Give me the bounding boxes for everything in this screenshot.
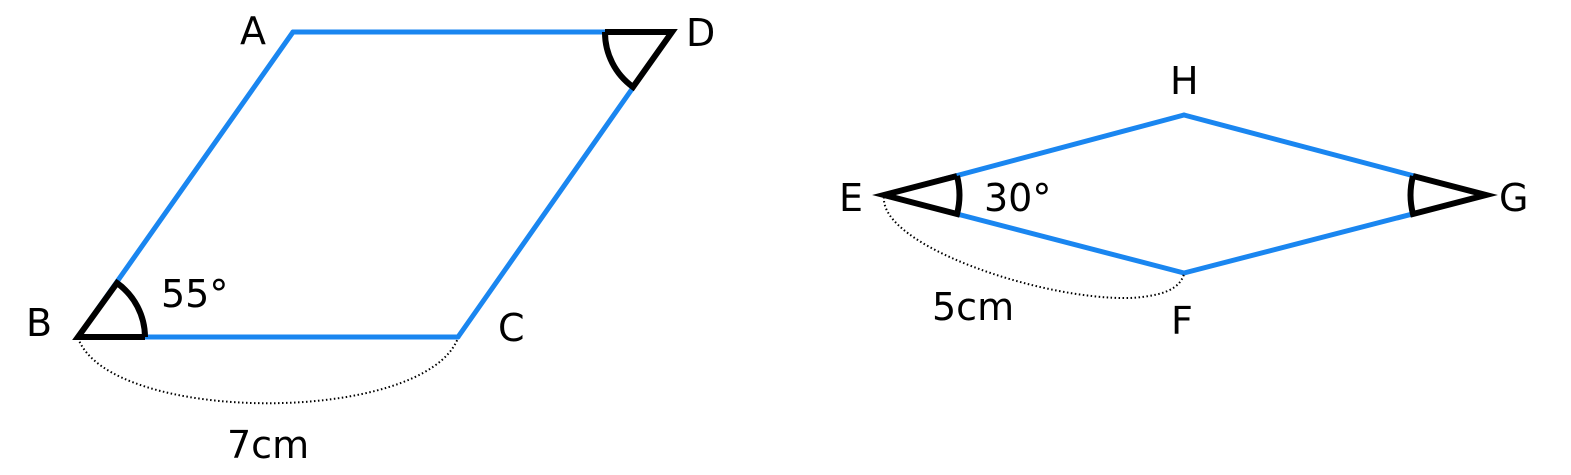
label-vertex-f: F xyxy=(1171,299,1193,343)
dimension-arc-bc xyxy=(77,337,459,405)
angle-mark-e xyxy=(872,173,963,218)
label-angle-b: 55° xyxy=(161,272,228,316)
angle-mark-g xyxy=(1407,173,1498,218)
label-angle-e: 30° xyxy=(984,176,1051,220)
label-vertex-a: A xyxy=(240,9,266,53)
rhombus-efgh: H E G F 30° 5cm xyxy=(839,59,1528,343)
label-vertex-h: H xyxy=(1170,59,1199,103)
label-vertex-c: C xyxy=(498,306,525,350)
label-vertex-g: G xyxy=(1499,176,1528,220)
label-vertex-d: D xyxy=(686,11,715,55)
angle-mark-d xyxy=(601,29,678,92)
label-vertex-b: B xyxy=(26,301,52,345)
dimension-arc-ef xyxy=(882,196,1185,300)
label-length-ef: 5cm xyxy=(932,285,1014,329)
angle-mark-b xyxy=(72,278,148,340)
label-vertex-e: E xyxy=(839,176,863,220)
label-length-bc: 7cm xyxy=(227,423,309,467)
parallelogram-abcd: A D B C 55° 7cm xyxy=(26,9,715,467)
